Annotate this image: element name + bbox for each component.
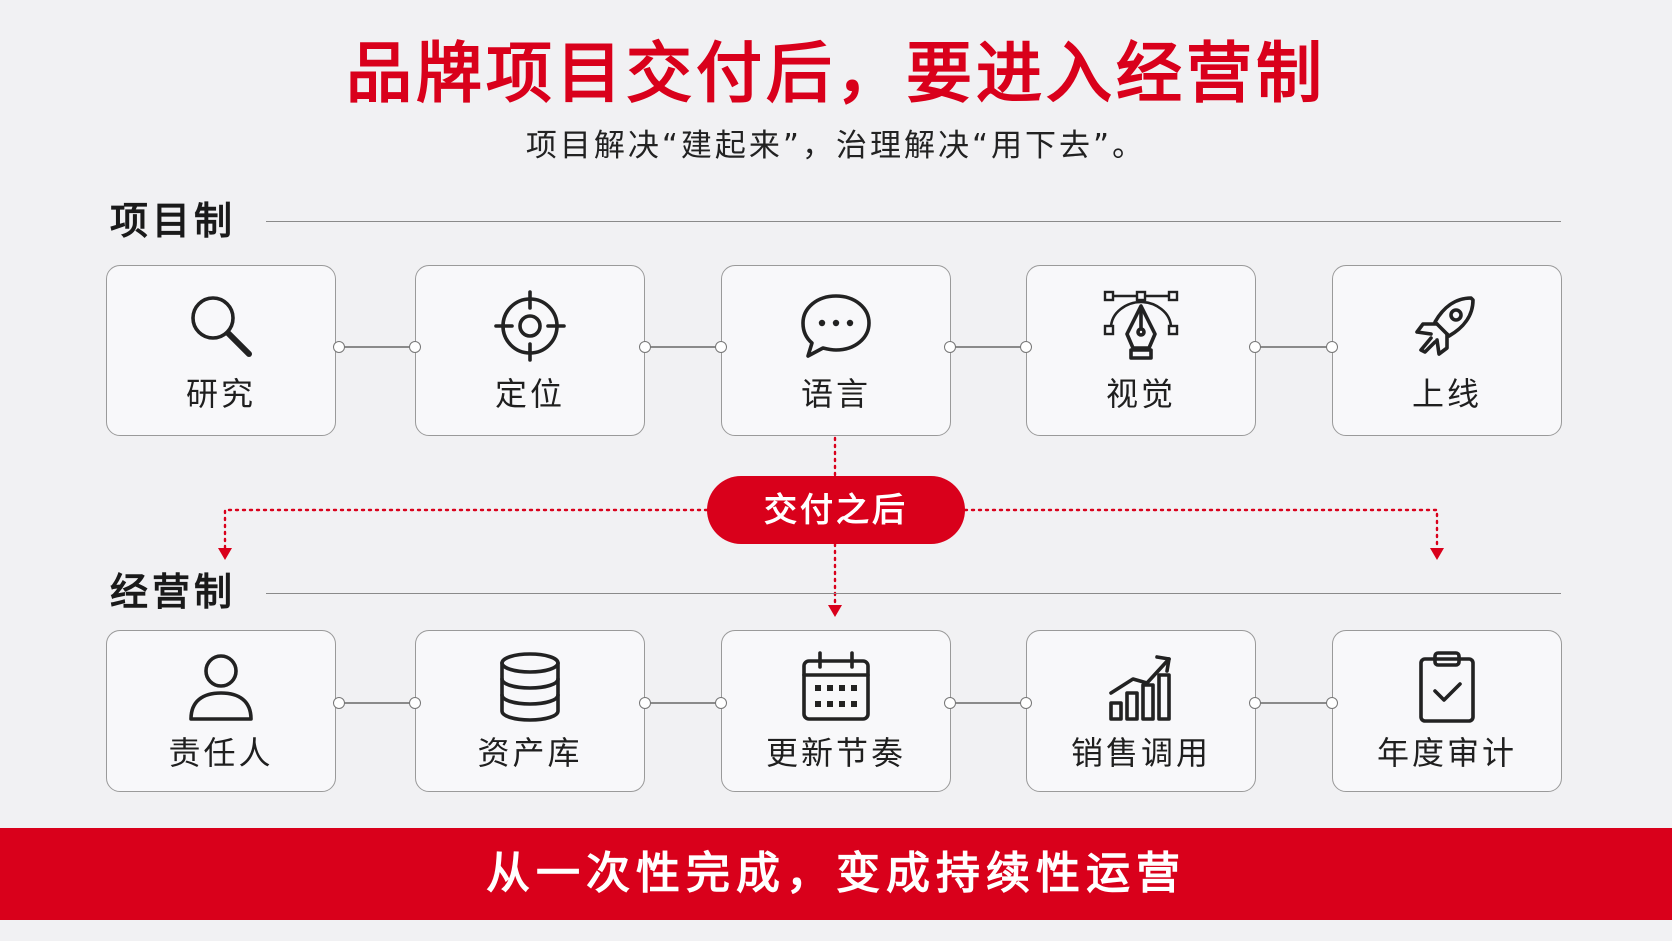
step-card-language: 语言 [721,265,951,436]
growth-chart-icon [1109,655,1171,721]
database-icon [500,652,560,722]
connector-dot [1020,341,1032,353]
operation-section-rule [266,593,1561,594]
speech-bubble-icon [801,294,871,358]
step-card-annual-audit: 年度审计 [1332,630,1562,792]
connector-dot [1249,341,1261,353]
connector-dot [1249,697,1261,709]
step-card-visual: 视觉 [1026,265,1256,436]
crosshair-icon [494,290,566,362]
connector [339,346,415,348]
step-card-owner: 责任人 [106,630,336,792]
arrow-left-head [218,548,232,560]
connector [1255,702,1332,704]
step-label: 上线 [1411,375,1482,413]
step-label: 定位 [494,375,565,413]
page-title: 品牌项目交付后，要进入经营制 [346,35,1326,112]
connector-dot [1326,341,1338,353]
pen-tool-icon [1103,290,1179,360]
clipboard-check-icon [1419,651,1475,723]
connector-dot [639,697,651,709]
step-label: 责任人 [168,734,274,772]
step-card-update-cadence: 更新节奏 [721,630,951,792]
bottom-banner: 从一次性完成，变成持续性运营 [0,828,1672,920]
connector-dot [409,341,421,353]
connector [339,702,415,704]
step-label: 资产库 [477,734,583,772]
person-icon [189,654,253,721]
rocket-icon [1415,296,1475,356]
arrow-left-line [223,508,709,550]
step-card-asset-library: 资产库 [415,630,645,792]
connector-dot [944,697,956,709]
connector-dot [409,697,421,709]
step-label: 语言 [800,375,871,413]
connector [950,702,1026,704]
step-label: 年度审计 [1376,734,1517,772]
step-card-positioning: 定位 [415,265,645,436]
connector-dot [1020,697,1032,709]
arrow-center-head [828,605,842,617]
connector-dot [639,341,651,353]
connector-dot [715,697,727,709]
page-subtitle: 项目解决“建起来”，治理解决“用下去”。 [525,128,1147,164]
magnifier-icon [191,296,252,357]
connector [950,346,1026,348]
operation-section-label: 经营制 [110,570,237,614]
connector-dot [715,341,727,353]
delivery-transition-badge: 交付之后 [707,476,965,544]
project-section-rule [266,221,1561,222]
project-section-label: 项目制 [110,199,237,243]
connector [645,346,721,348]
step-label: 更新节奏 [765,734,906,772]
connector [645,702,721,704]
connector [1255,346,1332,348]
step-card-launch: 上线 [1332,265,1562,436]
arrow-right-line [963,508,1439,550]
connector-dot [1326,697,1338,709]
connector-dot [333,341,345,353]
step-label: 销售调用 [1070,734,1211,772]
arrow-right-head [1430,548,1444,560]
step-label: 研究 [185,375,256,413]
calendar-icon [802,651,870,721]
step-card-research: 研究 [106,265,336,436]
step-label: 视觉 [1105,375,1176,413]
connector-dot [944,341,956,353]
connector-dot [333,697,345,709]
step-card-sales-usage: 销售调用 [1026,630,1256,792]
